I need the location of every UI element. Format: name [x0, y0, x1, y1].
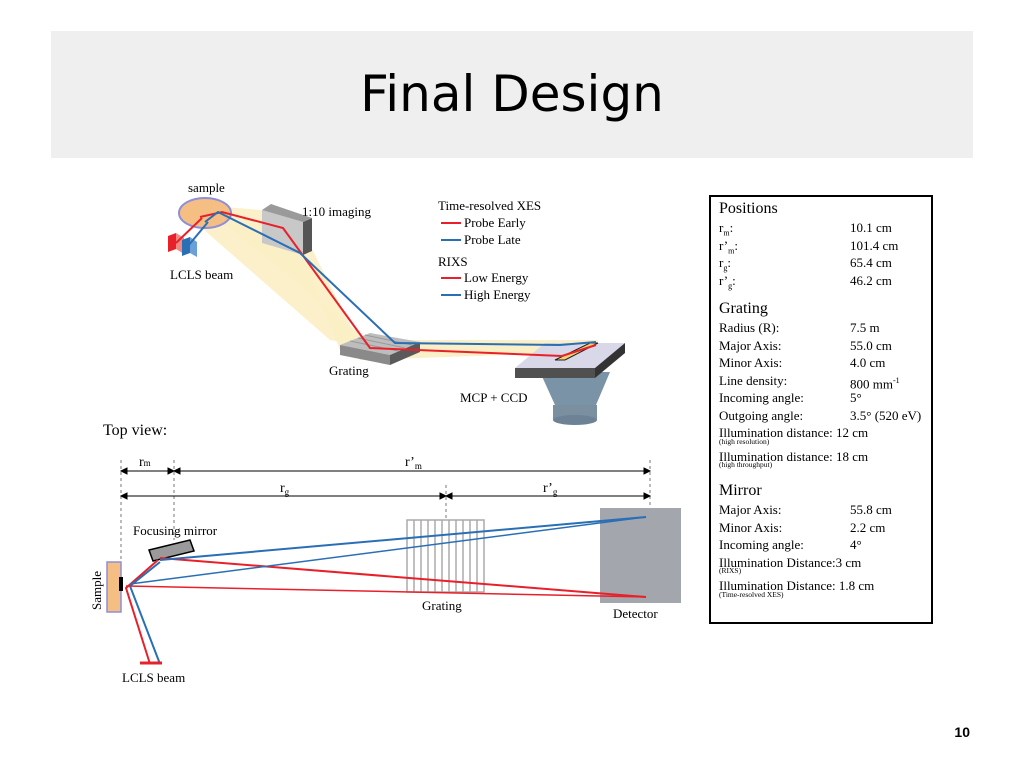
topview-red-ray-2 — [125, 585, 647, 598]
pos-row-rpm: r’m:101.4 cm — [719, 237, 899, 256]
legend-rixs-title: RIXS — [438, 254, 468, 269]
parameters-box: Positions rm:10.1 cm r’m:101.4 cm rg:65.… — [709, 195, 933, 624]
legend-probe-early: Probe Early — [464, 215, 526, 230]
legend-high-energy: High Energy — [464, 287, 531, 302]
topview-red-incident — [124, 559, 159, 665]
imaging-mirror — [262, 204, 312, 255]
grating-illum-1: Illumination distance: 12 cm — [719, 425, 869, 440]
legend-probe-late: Probe Late — [464, 232, 521, 247]
incident-blue — [187, 221, 209, 247]
grating-radius: Radius (R):7.5 m — [719, 320, 880, 335]
sample-label: sample — [188, 180, 225, 195]
grating-major: Major Axis:55.0 cm — [719, 337, 892, 353]
lcls-beam-label: LCLS beam — [170, 267, 233, 282]
topview-sample — [106, 561, 122, 613]
topview-blue-ray-1 — [159, 516, 647, 561]
dim-rpm-label: r’m — [405, 455, 422, 471]
sample-holder — [119, 577, 123, 591]
dim-rpg — [444, 492, 652, 500]
dim-rm — [119, 467, 176, 475]
positions-heading: Positions — [719, 200, 778, 217]
grating-minor: Minor Axis:4.0 cm — [719, 355, 886, 370]
mirror-major: Major Axis:55.8 cm — [719, 502, 892, 517]
grating-density: Line density:800 mm-1 — [719, 372, 900, 391]
topview-detector-label: Detector — [613, 606, 658, 621]
dim-rm-label: rm — [139, 455, 151, 470]
mirror-illum-2: Illumination Distance: 1.8 cm — [719, 578, 875, 593]
legend-low-energy: Low Energy — [464, 270, 529, 285]
title-band: Final Design — [51, 31, 973, 158]
grating-heading: Grating — [719, 300, 768, 317]
beam-envelope-2 — [195, 222, 360, 345]
topview-lcls-label: LCLS beam — [122, 670, 185, 685]
imaging-label: 1:10 imaging — [302, 204, 371, 219]
mirror-illum-2-note: (Time-resolved XES) — [719, 589, 784, 599]
focusing-mirror — [148, 539, 195, 562]
legend-xes-title: Time-resolved XES — [438, 198, 541, 213]
pos-row-rm: rm:10.1 cm — [719, 220, 892, 238]
topview-heading: Top view: — [103, 422, 167, 439]
dim-rpg-label: r’g — [543, 481, 558, 497]
mirror-label: Focusing mirror — [133, 523, 218, 538]
pos-row-rpg: r’g:46.2 cm — [719, 272, 892, 291]
legend: Time-resolved XES Probe Early Probe Late… — [438, 198, 541, 302]
dim-rg-label: rg — [280, 481, 290, 497]
pos-row-rg: rg:65.4 cm — [719, 255, 892, 273]
grating-out-angle: Outgoing angle:3.5° (520 eV) — [719, 407, 922, 423]
detector-label: MCP + CCD — [460, 390, 528, 405]
dim-rg — [119, 492, 448, 500]
slide-title: Final Design — [360, 65, 664, 123]
topview-grating-label: Grating — [422, 598, 462, 613]
topview-detector — [600, 508, 681, 603]
grating-illum-1-note: (high resolution) — [719, 436, 770, 446]
dim-rpm — [172, 467, 652, 475]
topview-blue-ray-2 — [129, 516, 647, 585]
mirror-heading: Mirror — [719, 482, 762, 499]
mirror-illum-1-note: (RIXS) — [719, 566, 742, 575]
sample-disc — [178, 197, 232, 229]
grating-in-angle: Incoming angle:5° — [719, 390, 862, 405]
blue-ray-path — [204, 210, 597, 347]
topview-sample-label: Sample — [89, 571, 104, 610]
grating-illum-2-note: (high throughput) — [719, 460, 773, 469]
page-number: 10 — [954, 724, 970, 740]
grating-illum-2: Illumination distance: 18 cm — [719, 448, 869, 464]
grating-label: Grating — [329, 363, 369, 378]
mirror-illum-1: Illumination Distance:3 cm — [719, 554, 862, 570]
mirror-in-angle: Incoming angle:4° — [719, 537, 862, 552]
incident-red — [175, 217, 203, 244]
mirror-minor: Minor Axis:2.2 cm — [719, 519, 886, 535]
topview-red-ray-1 — [159, 557, 647, 598]
detector-ccd — [515, 342, 625, 425]
